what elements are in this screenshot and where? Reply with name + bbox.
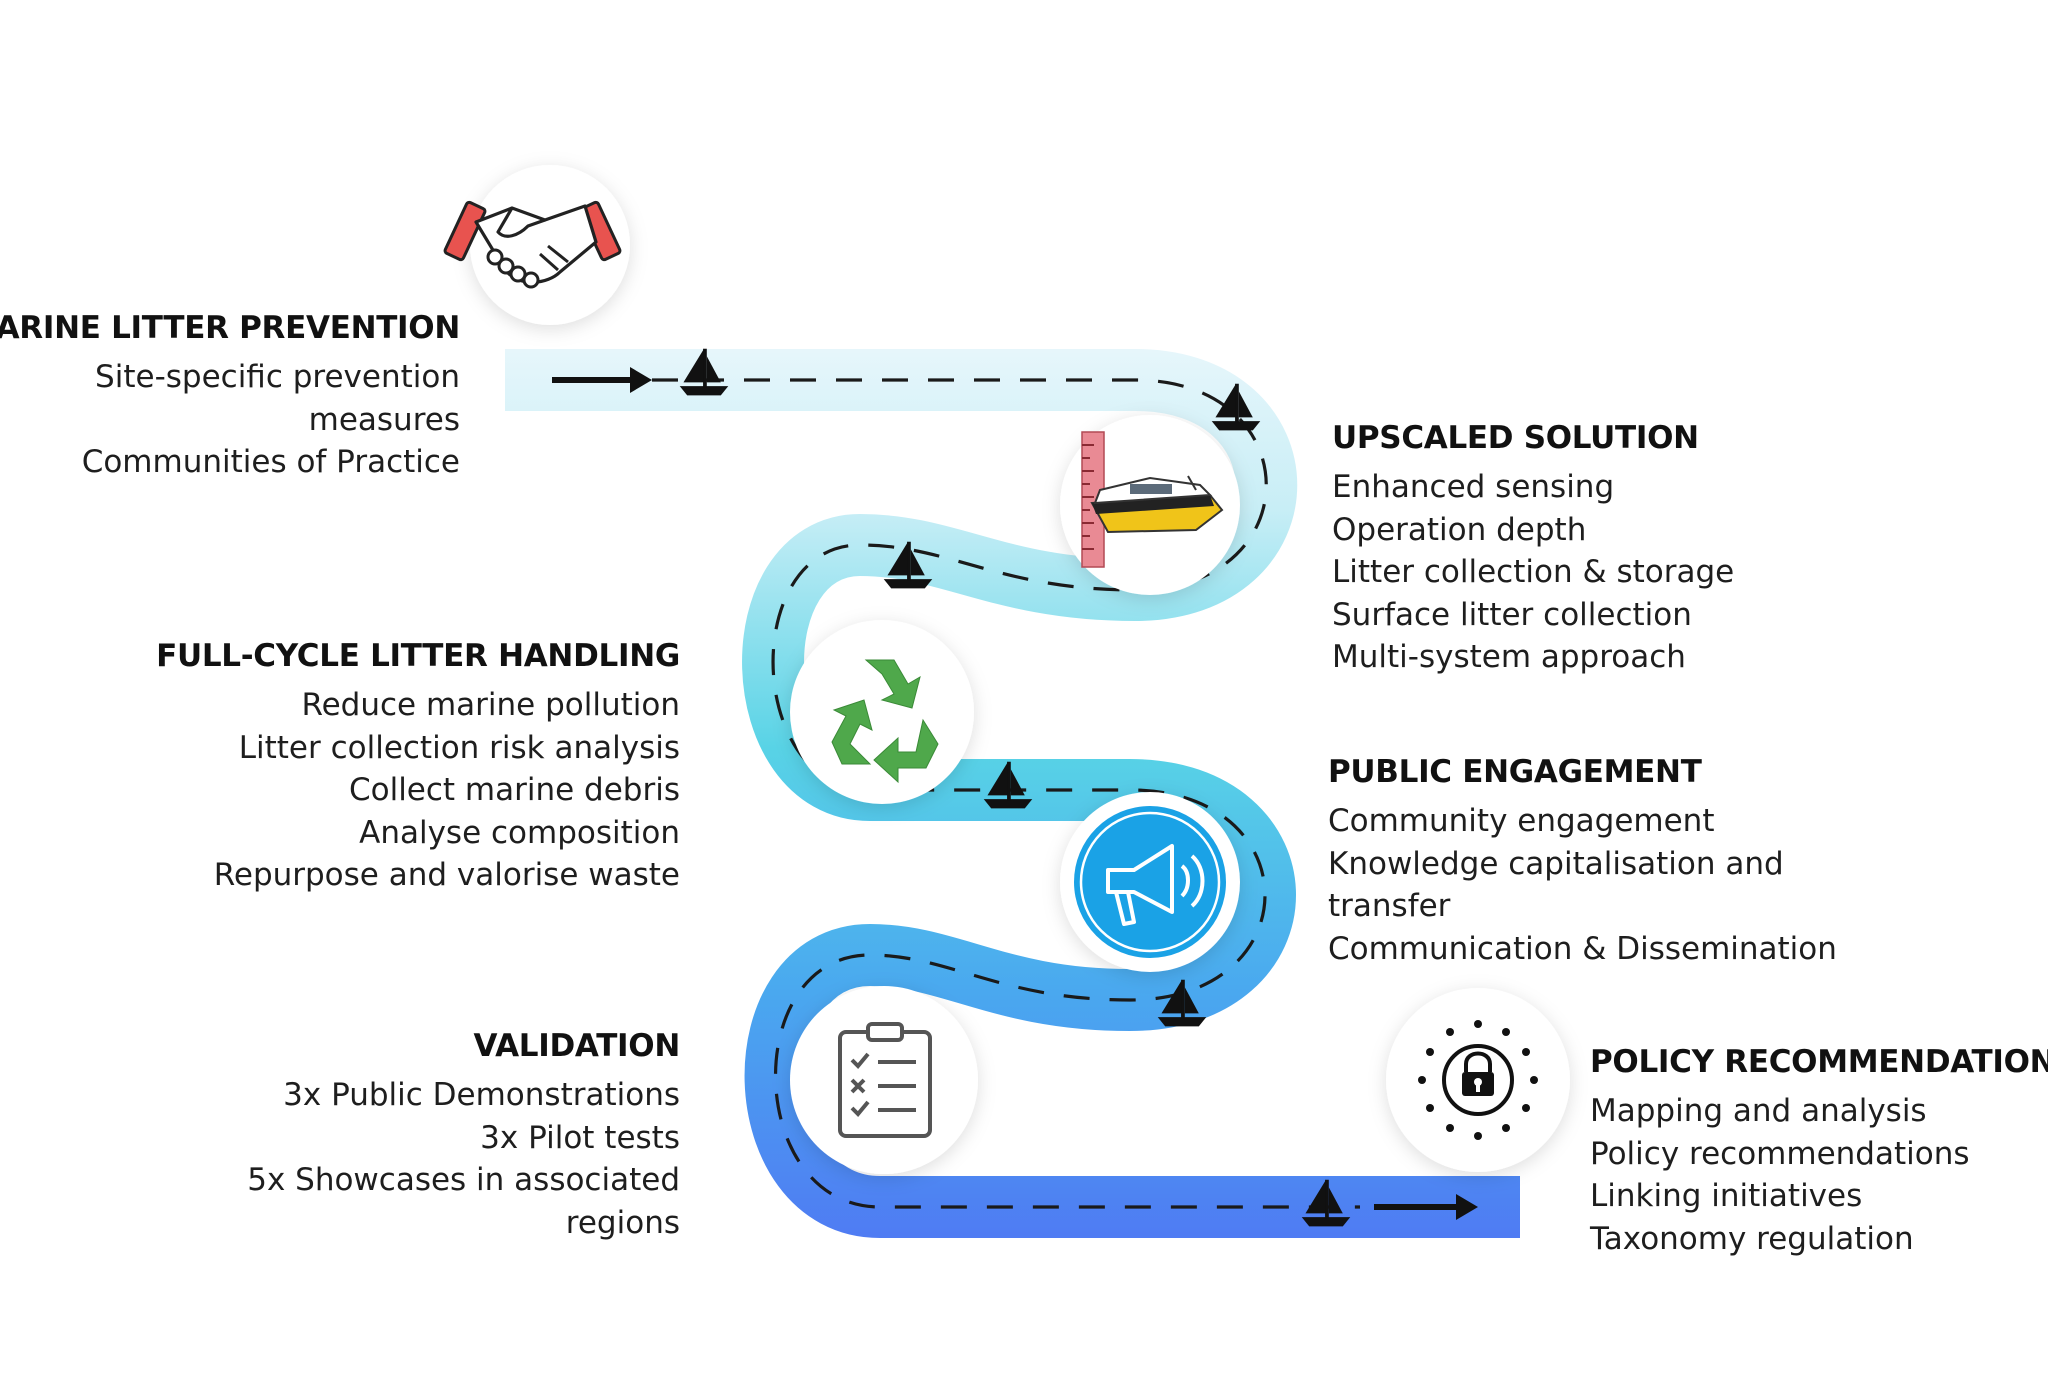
stage-title: POLICY RECOMMENDATIONS <box>1590 1044 2048 1080</box>
end-arrow <box>1374 1194 1478 1220</box>
start-arrow <box>552 367 652 393</box>
boat-icon <box>1060 415 1240 595</box>
stage-item: Litter collection & storage <box>1332 554 1735 590</box>
stage-item: transfer <box>1328 888 1451 924</box>
stage-item: Enhanced sensing <box>1332 469 1615 505</box>
stage-item: Policy recommendations <box>1590 1135 1970 1172</box>
stage-item: Litter collection risk analysis <box>238 729 680 766</box>
stage-item: Reduce marine pollution <box>301 687 680 723</box>
stage-item: Analyse composition <box>359 814 680 851</box>
stage-title: PUBLIC ENGAGEMENT <box>1328 754 1702 790</box>
stage-item: Operation depth <box>1332 511 1587 548</box>
stage-item: Collect marine debris <box>348 772 680 808</box>
stage-item: 3x Public Demonstrations <box>283 1077 680 1113</box>
stage-item: Taxonomy regulation <box>1590 1220 1914 1257</box>
stage-item: Knowledge capitalisation and <box>1328 845 1784 882</box>
checklist-icon <box>790 986 978 1174</box>
stage-item: measures <box>308 401 460 438</box>
stage-item: Linking initiatives <box>1590 1178 1863 1214</box>
stage-policy-recommendations: POLICY RECOMMENDATIONS Mapping and analy… <box>1590 1042 2048 1260</box>
stage-public-engagement: PUBLIC ENGAGEMENT Community engagement K… <box>1328 752 1837 970</box>
stage-item: Mapping and analysis <box>1590 1093 1927 1129</box>
stage-title: MARINE LITTER PREVENTION <box>0 310 460 346</box>
stage-item: Multi-system approach <box>1332 639 1686 675</box>
stage-full-cycle-litter-handling: FULL-CYCLE LITTER HANDLING Reduce marine… <box>156 636 680 897</box>
stage-item: Repurpose and valorise waste <box>213 857 680 893</box>
megaphone-icon <box>1060 792 1240 972</box>
stage-marine-litter-prevention: MARINE LITTER PREVENTION Site-specific p… <box>0 308 460 484</box>
stage-title: FULL-CYCLE LITTER HANDLING <box>156 638 680 674</box>
stage-item: Community engagement <box>1328 803 1715 839</box>
handshake-icon <box>443 165 630 325</box>
stage-title: VALIDATION <box>473 1028 681 1064</box>
stage-title: UPSCALED SOLUTION <box>1332 420 1699 456</box>
stage-upscaled-solution: UPSCALED SOLUTION Enhanced sensing Opera… <box>1332 418 1734 679</box>
stage-item: Communities of Practice <box>81 444 460 480</box>
eu-lock-icon <box>1386 988 1570 1172</box>
stage-item: regions <box>565 1204 680 1241</box>
stage-item: Communication & Dissemination <box>1328 930 1837 967</box>
recycle-icon <box>790 620 974 804</box>
stage-item: Site-specific prevention <box>95 359 460 395</box>
stage-item: 3x Pilot tests <box>480 1119 680 1156</box>
stage-item: Surface litter collection <box>1332 596 1692 633</box>
stage-item: 5x Showcases in associated <box>247 1162 680 1198</box>
stage-validation: VALIDATION 3x Public Demonstrations 3x P… <box>247 1026 680 1244</box>
